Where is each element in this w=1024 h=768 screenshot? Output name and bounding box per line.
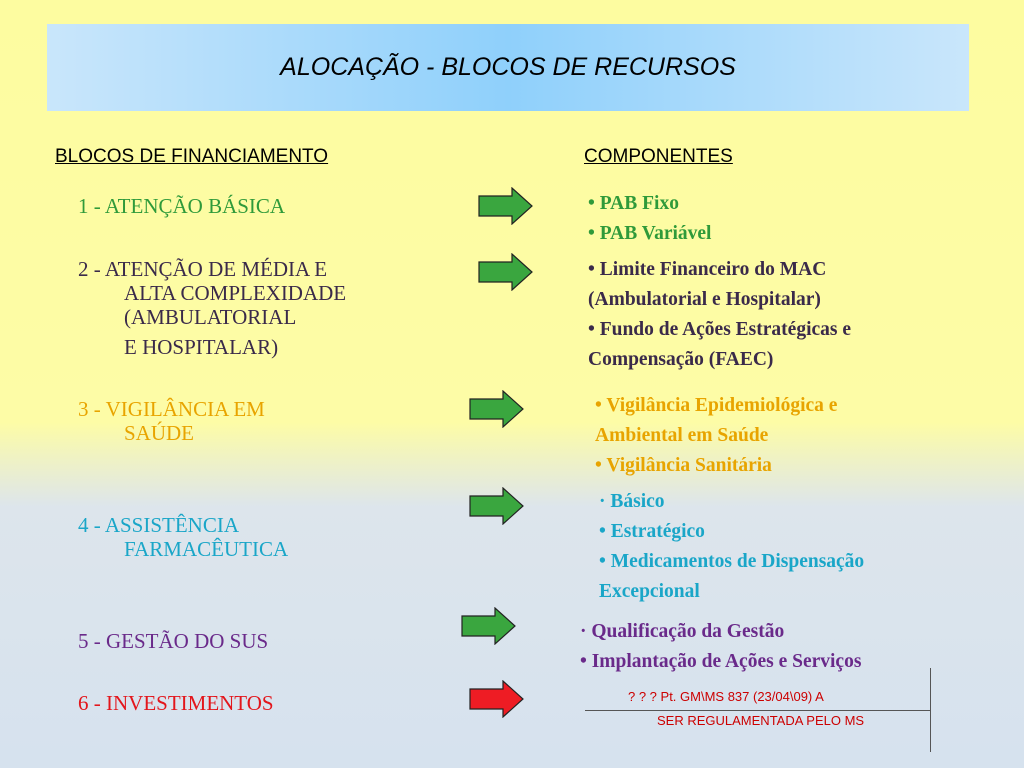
block-4-line2: FARMACÊUTICA xyxy=(124,537,289,561)
component-item: • Medicamentos de Dispensação xyxy=(599,551,865,572)
block-3: 3 - VIGILÂNCIA EM SAÚDE xyxy=(78,397,265,445)
note-divider xyxy=(585,710,931,711)
note-vertical-divider xyxy=(930,668,931,752)
note-line1: ? ? ? Pt. GM\MS 837 (23/04\09) A xyxy=(628,689,824,704)
arrow-right-icon xyxy=(478,187,533,225)
block-3-line1: 3 - VIGILÂNCIA EM xyxy=(78,397,265,421)
component-item: Excepcional xyxy=(599,581,700,602)
component-item: • Fundo de Ações Estratégicas e xyxy=(588,319,852,340)
component-item: Compensação (FAEC) xyxy=(588,349,774,370)
arrow-right-icon xyxy=(469,390,524,428)
block-2-line2: ALTA COMPLEXIDADE xyxy=(124,281,347,305)
arrow-right-icon xyxy=(461,607,516,645)
heading-blocos: BLOCOS DE FINANCIAMENTO xyxy=(55,146,329,167)
components-1: • PAB Fixo • PAB Variável xyxy=(588,189,711,249)
block-4-line1: 4 - ASSISTÊNCIA xyxy=(78,513,240,537)
block-5: 5 - GESTÃO DO SUS xyxy=(78,629,268,653)
components-3: • Vigilância Epidemiológica e Ambiental … xyxy=(595,391,837,481)
block-2-line4: E HOSPITALAR) xyxy=(124,335,279,359)
arrow-right-icon xyxy=(478,253,533,291)
block-1-label: 1 - ATENÇÃO BÁSICA xyxy=(78,194,286,218)
block-5-label: 5 - GESTÃO DO SUS xyxy=(78,629,269,653)
component-item: • Implantação de Ações e Serviços xyxy=(580,651,862,672)
block-6-label: 6 - INVESTIMENTOS xyxy=(78,691,274,715)
heading-componentes: COMPONENTES xyxy=(584,146,733,167)
component-item: · Qualificação da Gestão xyxy=(580,621,785,642)
block-1: 1 - ATENÇÃO BÁSICA xyxy=(78,194,285,218)
component-item: • Estratégico xyxy=(599,521,705,542)
arrow-right-icon xyxy=(469,487,524,525)
component-item: • PAB Variável xyxy=(588,223,712,244)
component-item: • PAB Fixo xyxy=(588,193,679,214)
component-item: Ambiental em Saúde xyxy=(595,425,769,446)
block-2-line3: (AMBULATORIAL xyxy=(124,305,297,329)
arrow-right-red-icon xyxy=(469,680,524,718)
components-5: · Qualificação da Gestão • Implantação d… xyxy=(580,617,861,677)
block-6: 6 - INVESTIMENTOS xyxy=(78,691,274,715)
block-4: 4 - ASSISTÊNCIA FARMACÊUTICA xyxy=(78,513,288,561)
note-line2: SER REGULAMENTADA PELO MS xyxy=(657,713,865,728)
components-2: • Limite Financeiro do MAC (Ambulatorial… xyxy=(588,255,851,375)
components-4: · Básico • Estratégico • Medicamentos de… xyxy=(599,487,864,607)
component-item: · Básico xyxy=(599,491,665,512)
block-2-line1: 2 - ATENÇÃO DE MÉDIA E xyxy=(78,257,328,281)
component-item: • Vigilância Sanitária xyxy=(595,455,772,476)
component-item: (Ambulatorial e Hospitalar) xyxy=(588,289,821,310)
block-2: 2 - ATENÇÃO DE MÉDIA E ALTA COMPLEXIDADE… xyxy=(78,257,346,359)
page-title: ALOCAÇÃO - BLOCOS DE RECURSOS xyxy=(280,53,736,81)
title-banner: ALOCAÇÃO - BLOCOS DE RECURSOS xyxy=(47,24,969,111)
block-3-line2: SAÚDE xyxy=(124,421,195,445)
component-item: • Limite Financeiro do MAC xyxy=(588,259,827,280)
component-item: • Vigilância Epidemiológica e xyxy=(595,395,838,416)
